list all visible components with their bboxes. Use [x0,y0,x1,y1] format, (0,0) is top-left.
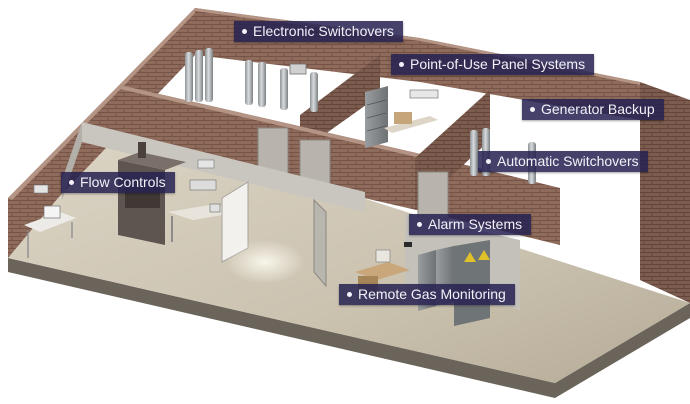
callout-automatic-switchovers: Automatic Switchovers [478,151,648,172]
bullet-dot [417,221,422,227]
callout-label: Automatic Switchovers [497,153,639,169]
callout-remote-gas-monitoring: Remote Gas Monitoring [339,284,515,305]
open-doors [221,181,327,288]
floor-light [225,240,305,284]
callout-flow-controls: Flow Controls [61,172,175,193]
bullet-dot [486,158,491,164]
callout-label: Remote Gas Monitoring [358,286,506,302]
bullet-dot [69,179,74,185]
callout-point-of-use-panel-systems: Point-of-Use Panel Systems [391,54,595,75]
callout-label: Alarm Systems [428,216,523,232]
floor-slab [8,120,690,398]
callout-label: Electronic Switchovers [253,23,394,39]
panel-room-equipment [365,86,439,148]
bullet-dot [242,28,247,34]
wall-panels [33,159,215,194]
gas-cylinders-electronic [185,48,318,112]
callout-generator-backup: Generator Backup [522,99,664,120]
callout-label: Generator Backup [541,101,655,117]
callout-alarm-systems: Alarm Systems [409,214,532,235]
callout-label: Point-of-Use Panel Systems [410,56,586,72]
bullet-dot [530,106,535,112]
callout-electronic-switchovers: Electronic Switchovers [234,21,403,42]
side-table [24,205,76,258]
callout-label: Flow Controls [80,174,166,190]
bullet-dot [347,291,352,297]
bullet-dot [399,61,404,67]
